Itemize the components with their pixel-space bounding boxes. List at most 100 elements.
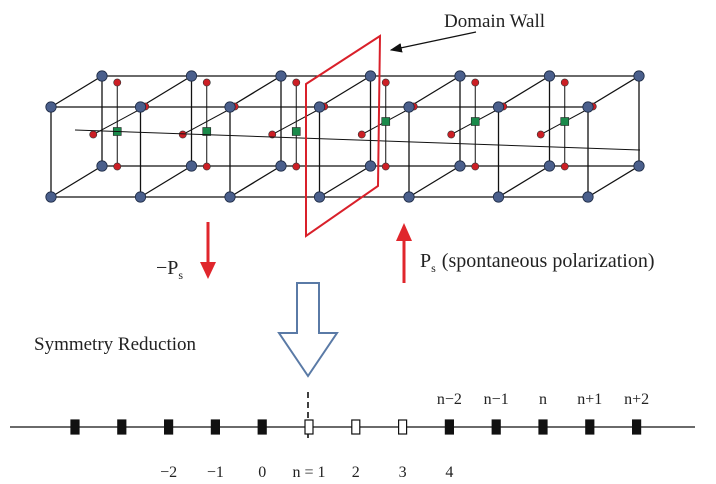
domain-wall-plane — [305, 34, 382, 238]
site-label-above: n+2 — [624, 391, 649, 408]
filled-site-marker — [257, 419, 267, 435]
lattice-edge — [408, 165, 461, 198]
titanium-atom — [202, 127, 212, 136]
lattice-edge — [587, 75, 640, 108]
oxygen-atom — [381, 78, 390, 87]
oxygen-atom — [268, 130, 277, 139]
site-label-below: n = 1 — [292, 464, 325, 481]
chain-sites: −2 −1 0 n = 1 2 3 n−2 4 n−1 n n+1 n+2 — [70, 391, 649, 481]
oxygen-atom — [536, 130, 545, 139]
lattice-corner-atom — [543, 70, 556, 82]
lattice-edge — [498, 165, 550, 198]
chain-site: n+1 — [577, 391, 602, 435]
lattice-corner-atom — [582, 101, 594, 113]
chain-site: 0 — [257, 419, 267, 481]
lattice-corner-atom — [275, 70, 287, 82]
site-label-below: 4 — [445, 464, 453, 481]
lattice-corner-atom — [454, 70, 466, 82]
chain-site — [70, 419, 80, 435]
spontaneous-polarization-label: Ps(spontaneous polarization) — [420, 250, 655, 275]
lattice-corner-atom — [403, 191, 415, 203]
lattice-edge — [408, 75, 461, 108]
spontaneous-polarization-arrow — [396, 223, 412, 283]
lattice-edge — [319, 75, 371, 108]
chain-site: n+2 — [624, 391, 649, 435]
lattice-corner-atom — [224, 101, 236, 113]
lattice-edge — [229, 75, 282, 108]
negative-polarization-arrow — [200, 222, 216, 279]
filled-site-marker — [631, 419, 642, 435]
lattice-corner-atom — [492, 191, 505, 203]
chain-site — [117, 419, 127, 435]
lattice-corner-atom — [454, 160, 466, 172]
oxygen-atom — [447, 130, 456, 139]
domain-wall-label: Domain Wall — [444, 11, 545, 32]
lattice-edge — [140, 165, 192, 198]
oxygen-atom — [381, 162, 390, 171]
lattice-corner-atom — [45, 101, 57, 113]
titanium-atom — [381, 117, 391, 126]
chain-site: n = 1 — [292, 419, 326, 481]
lattice-edge — [229, 165, 282, 198]
oxygen-atom — [292, 78, 301, 87]
chain-site: 2 — [351, 419, 361, 481]
lattice-edge — [74, 129, 641, 151]
oxygen-atom — [202, 78, 211, 87]
lattice-corner-atom — [45, 191, 57, 203]
lattice-edge — [182, 106, 235, 135]
oxygen-atom — [560, 78, 569, 87]
lattice-edge — [587, 165, 640, 198]
chain-site: n−1 — [484, 391, 509, 435]
chain-site: n — [538, 391, 548, 435]
site-label-above: n+1 — [577, 391, 602, 408]
hollow-site-marker — [398, 419, 408, 435]
oxygen-atom — [113, 162, 122, 171]
lattice-corner-atom — [313, 101, 326, 113]
filled-site-marker — [444, 419, 454, 435]
oxygen-atom — [471, 162, 480, 171]
chain-site: 3 — [398, 419, 408, 481]
lattice-edge — [93, 106, 146, 135]
filled-site-marker — [538, 419, 548, 435]
negative-polarization-label: −Ps — [156, 257, 183, 282]
oxygen-atom — [357, 130, 366, 139]
site-label-below: −1 — [207, 464, 224, 481]
lattice-corner-atom — [96, 160, 108, 172]
site-label-above: n−1 — [484, 391, 509, 408]
lattice-corner-atom — [185, 160, 198, 172]
lattice-corner-atom — [543, 160, 556, 172]
lattice-corner-atom — [633, 160, 645, 172]
lattice-edge — [272, 106, 325, 135]
hollow-site-marker — [351, 419, 361, 435]
chain-site: −1 — [207, 419, 224, 481]
lattice-corner-atom — [364, 160, 377, 172]
filled-site-marker — [210, 419, 220, 435]
lattice-corner-atom — [96, 70, 108, 82]
site-label-above: n−2 — [437, 391, 462, 408]
filled-site-marker — [585, 419, 595, 435]
oxygen-atom — [202, 162, 211, 171]
lattice-corner-atom — [633, 70, 645, 82]
filled-site-marker — [117, 419, 127, 435]
hollow-site-marker — [304, 419, 314, 435]
oxygen-atom — [89, 130, 98, 139]
lattice-edge — [50, 75, 103, 108]
filled-site-marker — [70, 419, 80, 435]
crystal-lattice — [45, 70, 645, 203]
filled-site-marker — [164, 419, 174, 435]
site-label-below: −2 — [160, 464, 177, 481]
lattice-corner-atom — [492, 101, 505, 113]
chain-site: n−2 4 — [437, 391, 462, 481]
symmetry-reduction-label: Symmetry Reduction — [34, 334, 197, 355]
site-label-below: 2 — [352, 464, 360, 481]
oxygen-atom — [292, 162, 301, 171]
lattice-corner-atom — [134, 101, 147, 113]
lattice-edge — [498, 75, 550, 108]
oxygen-atom — [560, 162, 569, 171]
oxygen-atom — [113, 78, 122, 87]
lattice-corner-atom — [313, 191, 326, 203]
symmetry-reduction-arrow — [277, 282, 339, 378]
site-label-below: 0 — [258, 464, 266, 481]
lattice-corner-atom — [224, 191, 236, 203]
